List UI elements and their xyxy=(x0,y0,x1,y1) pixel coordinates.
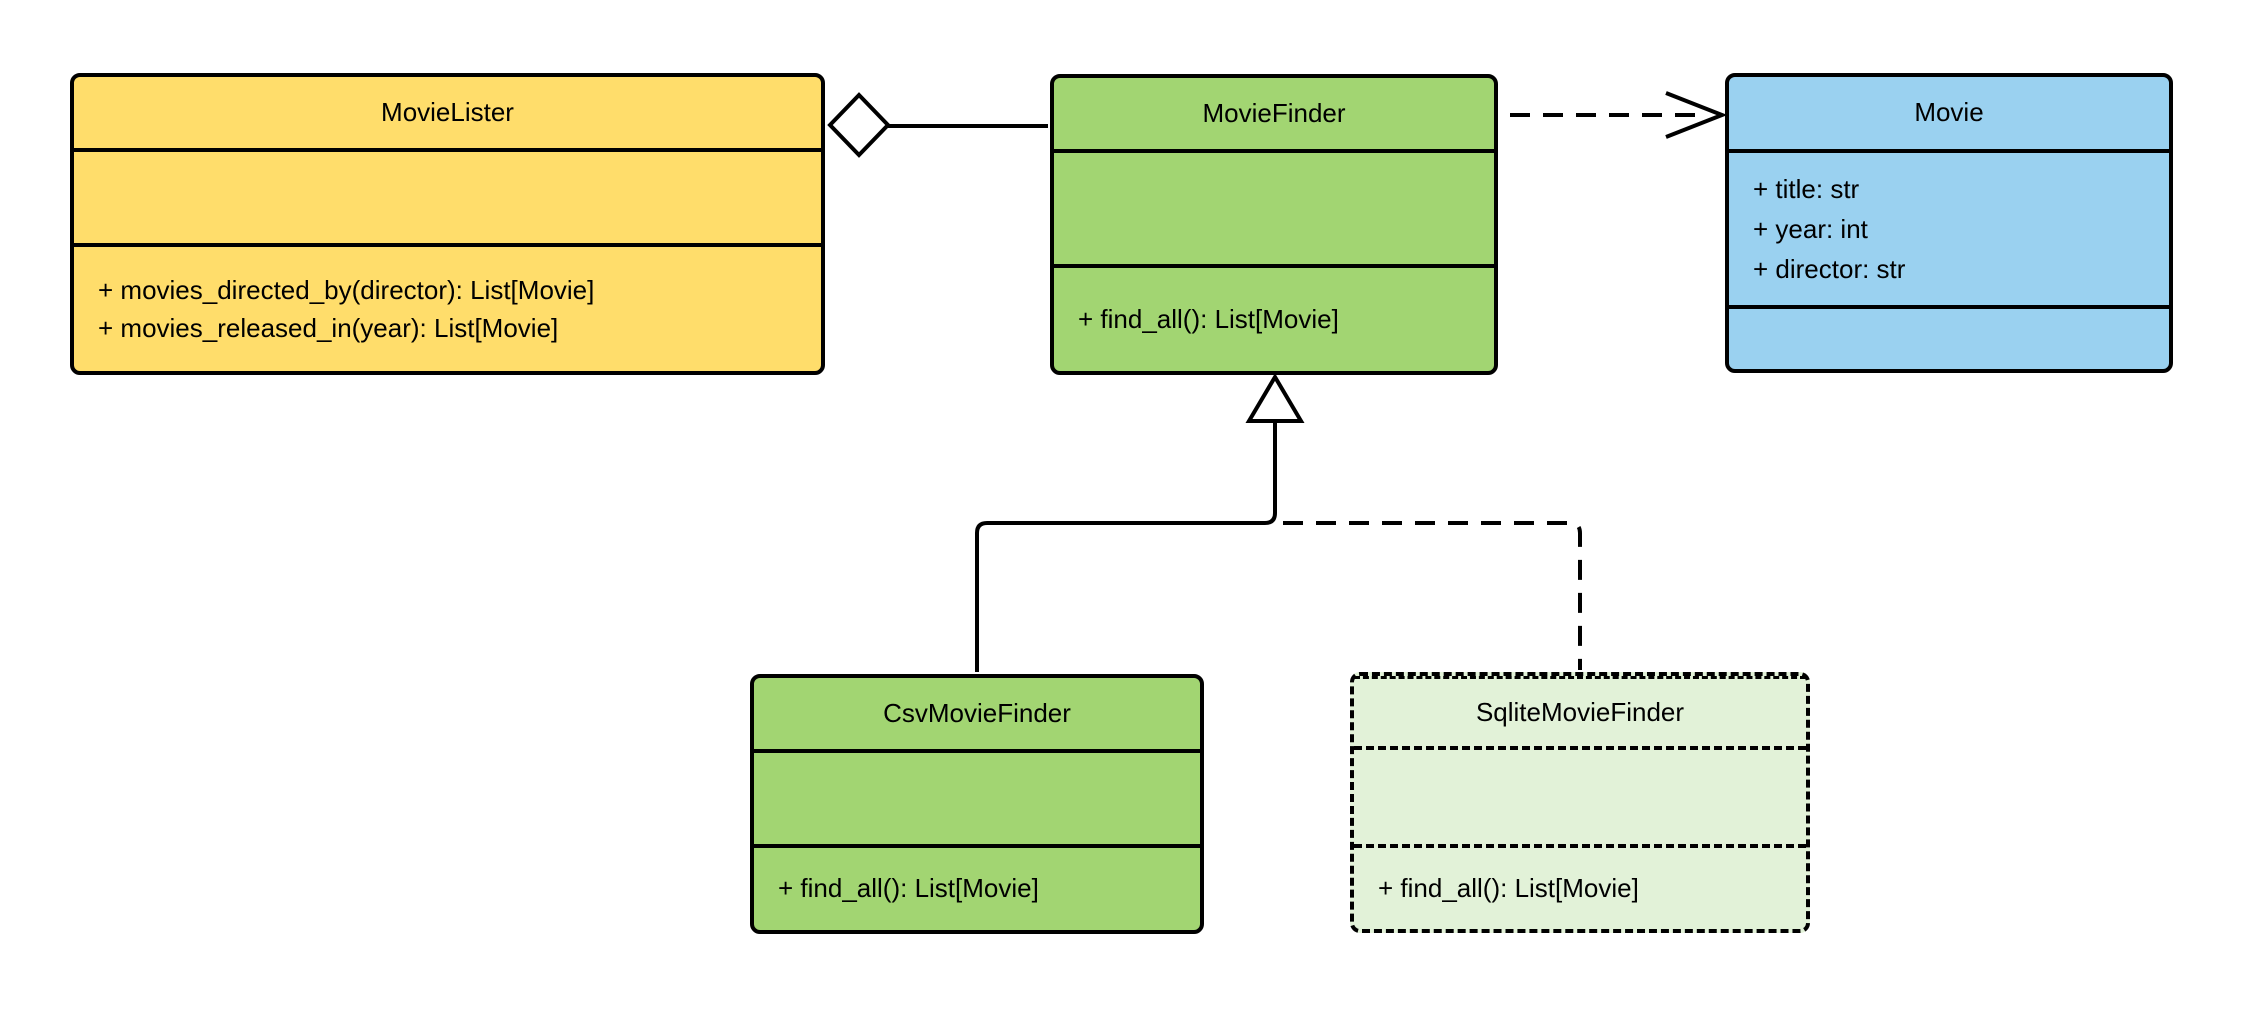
class-box-csvmoviefinder[interactable]: CsvMovieFinder + find_all(): List[Movie] xyxy=(750,674,1204,934)
attribute-label: + director: str xyxy=(1753,254,1906,284)
dependency-connector xyxy=(1510,91,1728,139)
attribute-label: + title: str xyxy=(1753,174,1860,204)
class-box-moviefinder[interactable]: MovieFinder + find_all(): List[Movie] xyxy=(1050,74,1498,375)
class-name-label: MovieLister xyxy=(381,96,514,127)
method-label: + movies_released_in(year): List[Movie] xyxy=(98,313,559,343)
aggregation-connector xyxy=(827,92,1048,158)
attribute-label: + year: int xyxy=(1753,214,1868,244)
dependency-open-arrowhead-icon xyxy=(1665,91,1728,139)
class-title: SqliteMovieFinder xyxy=(1354,676,1806,746)
class-name-label: SqliteMovieFinder xyxy=(1475,696,1685,727)
class-name-label: Movie xyxy=(1914,97,1984,128)
class-title: MovieFinder xyxy=(1054,78,1494,149)
methods-compartment: + find_all(): List[Movie] xyxy=(1054,264,1494,371)
attributes-compartment xyxy=(754,749,1200,844)
method-label: + find_all(): List[Movie] xyxy=(1078,303,1339,334)
class-name-label: MovieFinder xyxy=(1202,97,1346,128)
methods-compartment: + find_all(): List[Movie] xyxy=(1354,844,1806,929)
class-box-sqlitemoviefinder[interactable]: SqliteMovieFinder + find_all(): List[Mov… xyxy=(1350,672,1810,933)
method-label: + find_all(): List[Movie] xyxy=(1378,872,1639,903)
class-title: Movie xyxy=(1729,77,2169,149)
attributes-compartment xyxy=(74,148,821,243)
attributes-compartment xyxy=(1354,746,1806,844)
generalization-dashed-connector xyxy=(1283,521,1582,670)
methods-compartment xyxy=(1729,305,2169,369)
generalization-dashed-line xyxy=(1283,521,1582,670)
method-label: + find_all(): List[Movie] xyxy=(778,873,1039,904)
methods-compartment: + movies_directed_by(director): List[Mov… xyxy=(74,243,821,371)
class-title: MovieLister xyxy=(74,77,821,148)
method-label: + movies_directed_by(director): List[Mov… xyxy=(98,275,595,305)
generalization-solid-connector xyxy=(975,373,1305,672)
aggregation-diamond-icon xyxy=(827,92,891,158)
generalization-solid-line xyxy=(975,421,1277,672)
attributes-compartment xyxy=(1054,149,1494,264)
methods-compartment: + find_all(): List[Movie] xyxy=(754,844,1200,930)
attributes-compartment: + title: str + year: int + director: str xyxy=(1729,149,2169,305)
generalization-triangle-arrowhead-icon xyxy=(1245,373,1305,423)
class-title: CsvMovieFinder xyxy=(754,678,1200,749)
class-name-label: CsvMovieFinder xyxy=(883,697,1071,728)
class-box-movie[interactable]: Movie + title: str + year: int + directo… xyxy=(1725,73,2173,373)
class-box-movielister[interactable]: MovieLister + movies_directed_by(directo… xyxy=(70,73,825,375)
